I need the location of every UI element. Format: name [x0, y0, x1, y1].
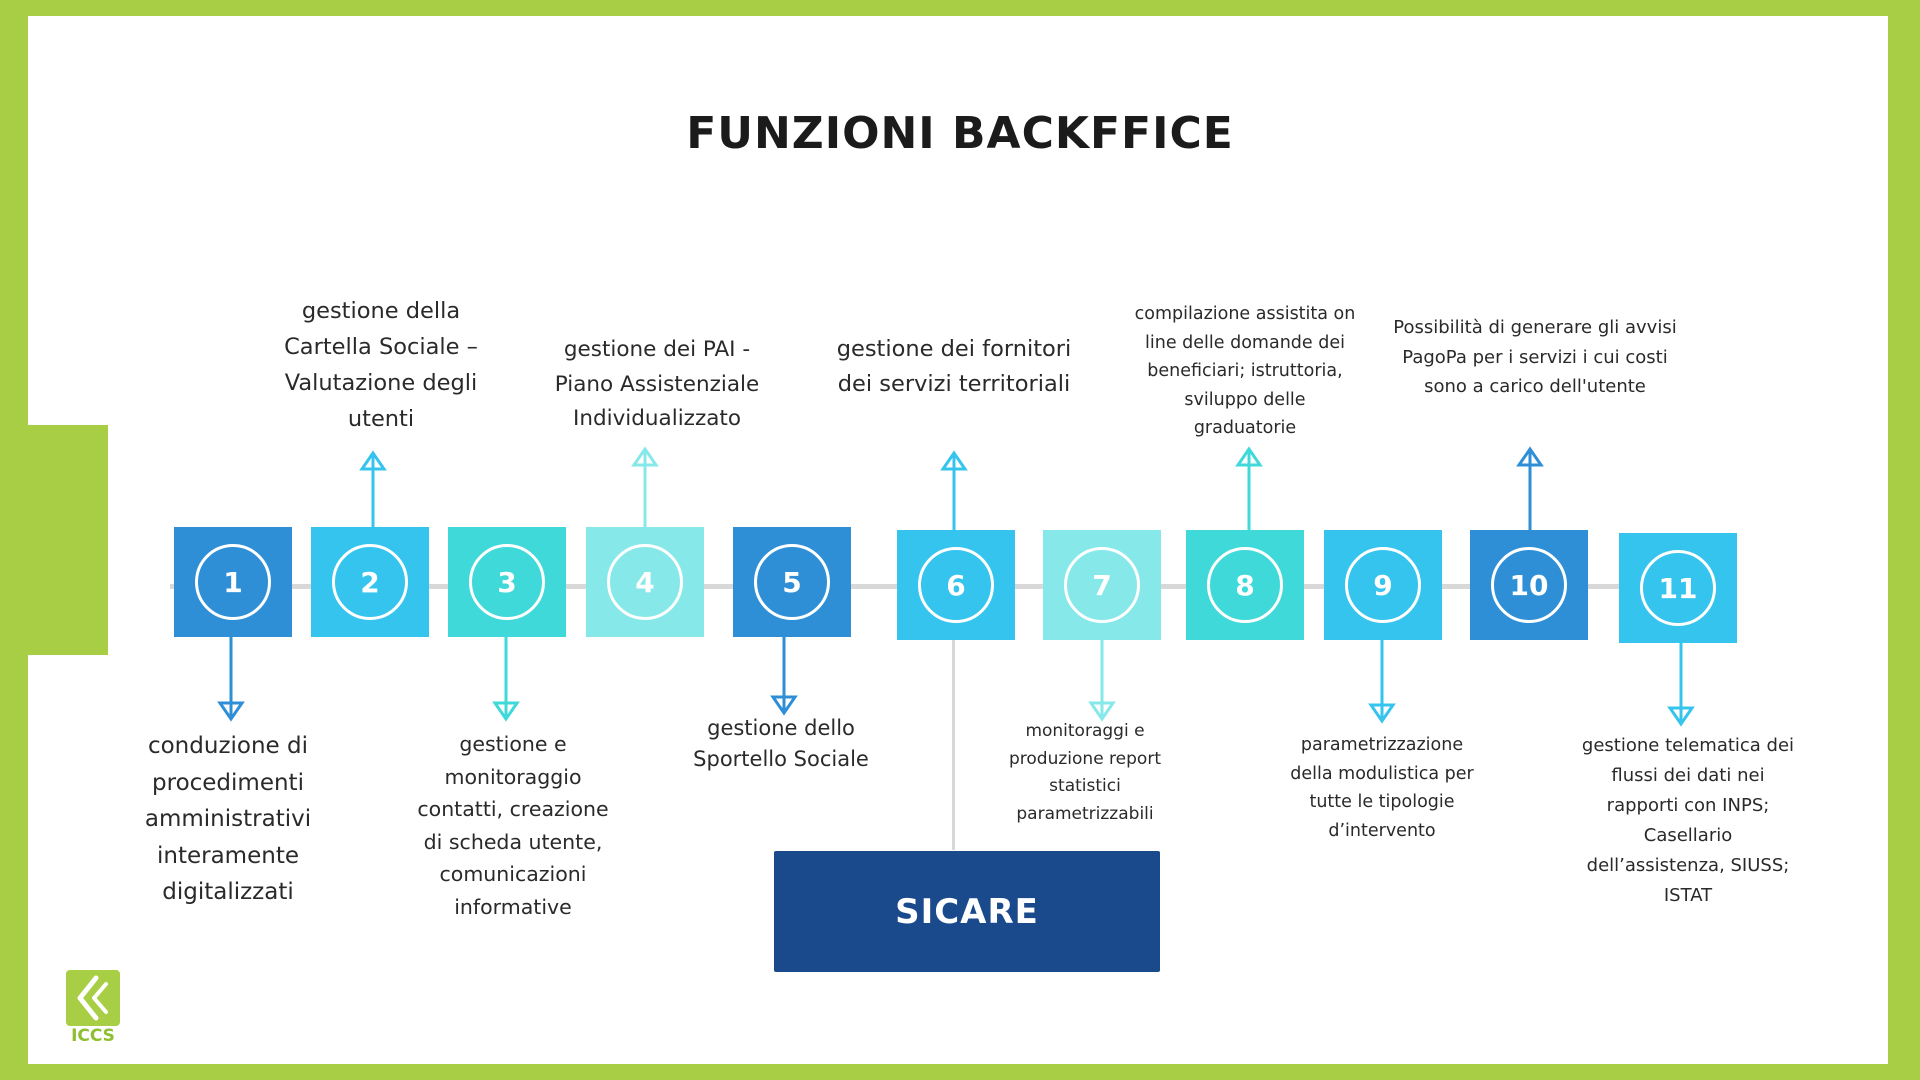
- logo-text: ICCS: [71, 1026, 115, 1046]
- step-box-9: 9: [1324, 530, 1442, 640]
- iccs-logo: ICCS: [64, 970, 122, 1050]
- arrow-up-icon: [940, 450, 968, 532]
- step-number-3: 3: [469, 544, 545, 620]
- step-description-9: parametrizzazione della modulistica per …: [1290, 735, 1474, 841]
- sicare-label: SICARE: [895, 891, 1039, 932]
- step-number-8: 8: [1207, 547, 1283, 623]
- sicare-hub-box: SICARE: [774, 851, 1160, 972]
- step-description-1: conduzione di procedimenti amministrativ…: [144, 733, 312, 905]
- step-box-7: 7: [1043, 530, 1161, 640]
- arrow-down-icon: [1368, 640, 1396, 724]
- step-box-2: 2: [311, 527, 429, 637]
- step-box-5: 5: [733, 527, 851, 637]
- step-box-11: 11: [1619, 533, 1737, 643]
- step-number-11: 11: [1640, 550, 1716, 626]
- step-box-6: 6: [897, 530, 1015, 640]
- step-box-1: 1: [174, 527, 292, 637]
- arrow-up-icon: [1516, 446, 1544, 532]
- step-box-4: 4: [586, 527, 704, 637]
- step-number-5: 5: [754, 544, 830, 620]
- hub-connector-line: [952, 640, 955, 850]
- step-description-5: gestione dello Sportello Sociale: [693, 716, 869, 771]
- decorative-green-tab: [0, 425, 108, 655]
- arrow-down-icon: [217, 636, 245, 722]
- step-description-10: Possibilità di generare gli avvisi PagoP…: [1393, 317, 1677, 397]
- arrow-down-icon: [1088, 640, 1116, 722]
- step-number-1: 1: [195, 544, 271, 620]
- step-description-8: compilazione assistita on line delle dom…: [1134, 304, 1356, 438]
- step-box-3: 3: [448, 527, 566, 637]
- arrow-up-icon: [631, 446, 659, 530]
- step-number-2: 2: [332, 544, 408, 620]
- step-number-10: 10: [1491, 547, 1567, 623]
- step-number-6: 6: [918, 547, 994, 623]
- arrow-down-icon: [1667, 643, 1695, 727]
- arrow-down-icon: [770, 636, 798, 716]
- step-description-11: gestione telematica dei flussi dei dati …: [1581, 735, 1795, 906]
- step-description-7: monitoraggi e produzione report statisti…: [1009, 721, 1161, 824]
- step-description-2: gestione della Cartella Sociale – Valuta…: [284, 298, 478, 432]
- arrow-down-icon: [492, 636, 520, 722]
- step-description-4: gestione dei PAI - Piano Assistenziale I…: [554, 337, 760, 431]
- step-number-7: 7: [1064, 547, 1140, 623]
- step-number-4: 4: [607, 544, 683, 620]
- step-box-8: 8: [1186, 530, 1304, 640]
- step-box-10: 10: [1470, 530, 1588, 640]
- page-title: FUNZIONI BACKFFICE: [686, 108, 1234, 159]
- logo-mark-icon: [66, 970, 120, 1026]
- step-description-6: gestione dei fornitori dei servizi terri…: [836, 336, 1072, 397]
- step-number-9: 9: [1345, 547, 1421, 623]
- step-description-3: gestione e monitoraggio contatti, creazi…: [417, 732, 609, 919]
- arrow-up-icon: [1235, 446, 1263, 532]
- arrow-up-icon: [359, 450, 387, 530]
